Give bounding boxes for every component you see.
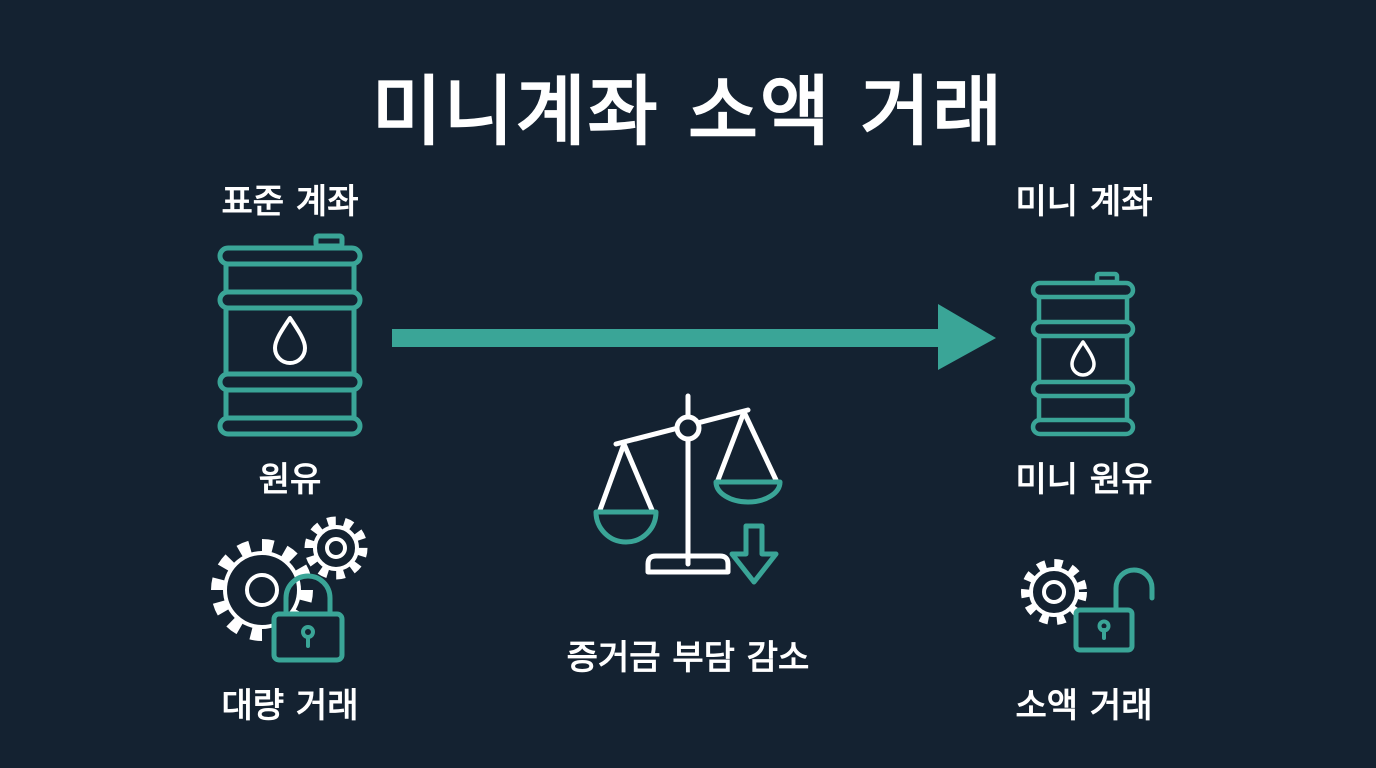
mini-oil-barrel-icon <box>1030 271 1136 437</box>
gear-icon <box>304 516 368 580</box>
balance-scale-icon <box>593 393 783 585</box>
small-trade-label: 소액 거래 <box>1015 686 1153 726</box>
arrow-down-icon <box>729 523 779 585</box>
unlock-icon <box>1073 567 1155 653</box>
mini-product-label: 미니 원유 <box>1015 460 1153 500</box>
gear-unlocked-icon <box>1021 559 1155 653</box>
diagram-title: 미니계좌 소액 거래 <box>371 67 1005 156</box>
mini-account-label: 미니 계좌 <box>1015 182 1153 222</box>
margin-reduction-label: 증거금 부담 감소 <box>566 638 810 678</box>
standard-product-label: 원유 <box>258 460 322 500</box>
gear-icon <box>211 539 313 641</box>
standard-account-label: 표준 계좌 <box>221 182 359 222</box>
arrow-right-icon <box>392 304 996 370</box>
large-trade-label: 대량 거래 <box>221 686 359 726</box>
lock-icon <box>271 573 345 663</box>
gear-icon <box>1021 559 1087 625</box>
gears-locked-icon <box>211 516 368 663</box>
standard-oil-barrel-icon <box>217 233 363 437</box>
